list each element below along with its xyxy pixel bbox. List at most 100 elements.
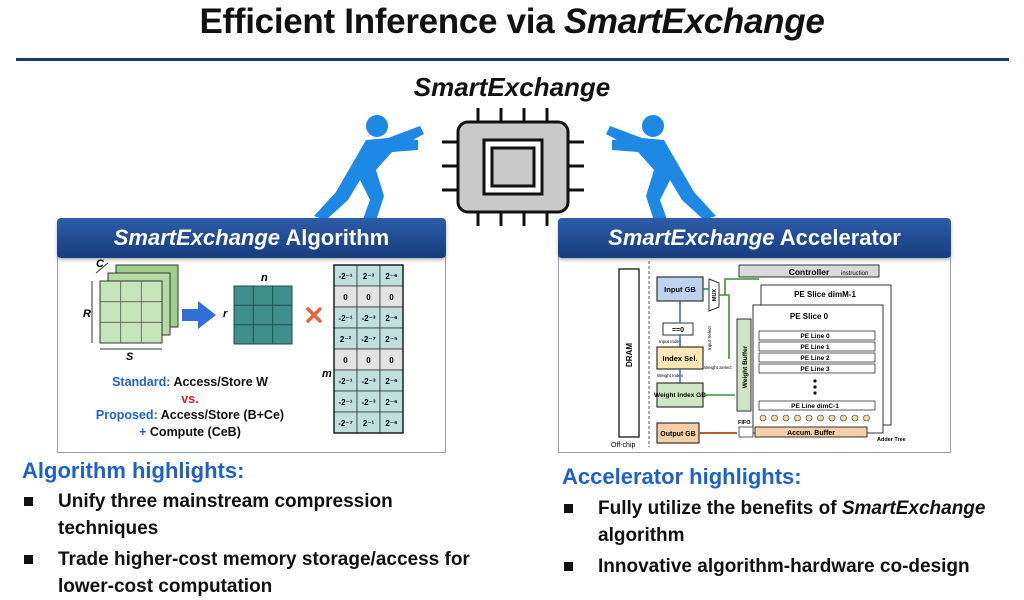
adder-node bbox=[794, 414, 801, 422]
fifo-label: FIFO bbox=[738, 420, 751, 426]
matrix-cell-value: -2⁻¹ bbox=[339, 272, 353, 281]
matrix-cell-value: 2⁻⁶ bbox=[385, 419, 398, 428]
adder-node bbox=[805, 414, 813, 422]
weight-select-label: Weight Select bbox=[704, 365, 732, 370]
processor-chip-icon bbox=[442, 108, 584, 226]
algorithm-header-emph: SmartExchange bbox=[113, 225, 281, 250]
adder-node bbox=[817, 414, 824, 422]
accelerator-architecture-diagram: DRAM Off-chip Controller instruction Inp… bbox=[611, 261, 906, 449]
title-emph: SmartExchange bbox=[563, 2, 825, 41]
accelerator-header-rest: Accelerator bbox=[774, 225, 901, 250]
proposed-label: Proposed: bbox=[95, 408, 158, 422]
algorithm-panel-header: SmartExchange Algorithm bbox=[57, 218, 446, 258]
mux-label: MUX bbox=[712, 289, 718, 302]
weight-buffer-label: Weight Buffer bbox=[742, 345, 749, 388]
matrix-cell-value: -2⁻¹ bbox=[339, 377, 353, 386]
label-r-left: R bbox=[83, 308, 91, 320]
title-rule bbox=[16, 58, 1009, 61]
adder-node bbox=[863, 414, 870, 422]
accum-buffer-label: Accum. Buffer bbox=[787, 430, 835, 437]
input-index-label: Input Index bbox=[659, 339, 682, 344]
controller-block bbox=[738, 264, 880, 278]
label-r-mid: r bbox=[223, 308, 228, 320]
matrix-cell-value: -2⁻³ bbox=[362, 314, 376, 323]
controller-label: Controller bbox=[789, 267, 830, 277]
matrix-cell-value: 0 bbox=[343, 293, 348, 302]
accelerator-highlight-item: Innovative algorithm-hardware co-design bbox=[560, 553, 1020, 580]
right-arrow-icon bbox=[182, 301, 216, 329]
matrix-cell-value: -2⁻¹ bbox=[339, 398, 353, 407]
compute-line: + Compute (CeB) bbox=[90, 425, 290, 439]
matrix-cell-value: -2⁻⁷ bbox=[361, 335, 376, 344]
matrix-cell-value: 0 bbox=[366, 293, 371, 302]
center-label: SmartExchange bbox=[413, 72, 611, 102]
matrix-cell-value: 0 bbox=[366, 356, 371, 365]
matrix-cell-value: -2⁻¹ bbox=[339, 314, 353, 323]
matrix-frame bbox=[333, 264, 404, 434]
output-gb-label: Output GB bbox=[660, 431, 695, 438]
weight-index-label: Weight Index bbox=[657, 373, 684, 378]
algorithm-highlights-list: Unify three mainstream compression techn… bbox=[20, 488, 490, 600]
off-chip-label: Off-chip bbox=[611, 442, 635, 449]
matrix-cell-value: 2⁻⁶ bbox=[385, 314, 398, 323]
adder-tree-label: Adder Tree bbox=[877, 437, 906, 443]
bullet-square-icon bbox=[564, 562, 573, 571]
matrix-cell-value: 2⁻⁶ bbox=[385, 377, 398, 386]
adder-tree-nodes bbox=[759, 414, 870, 422]
vs-text: vs. bbox=[181, 392, 199, 406]
algorithm-highlight-item: Unify three mainstream compression techn… bbox=[20, 488, 490, 542]
standard-line: Standard: Access/Store W bbox=[90, 375, 290, 389]
accelerator-highlights-list: Fully utilize the benefits of SmartExcha… bbox=[560, 495, 1020, 584]
accelerator-highlight-item: Fully utilize the benefits of SmartExcha… bbox=[560, 495, 1020, 549]
matrix-cell-value: 2⁻⁶ bbox=[385, 398, 398, 407]
instruction-label: instruction bbox=[841, 271, 868, 277]
title-prefix: Efficient Inference via bbox=[199, 2, 564, 41]
matrix-cell-value: 0 bbox=[343, 356, 348, 365]
chip-and-figures-illustration bbox=[314, 108, 716, 226]
matrix-cell-value: -2⁻³ bbox=[362, 398, 376, 407]
index-sel-label: Index Sel. bbox=[662, 354, 697, 363]
matrix-cell-value: 2⁻⁶ bbox=[385, 272, 398, 281]
algorithm-highlight-item: Trade higher-cost memory storage/access … bbox=[20, 546, 490, 600]
adder-node bbox=[851, 414, 859, 422]
bullet-square-icon bbox=[24, 555, 33, 564]
input-gb-label: Input GB bbox=[664, 285, 696, 294]
bullet-square-icon bbox=[24, 497, 33, 506]
pe-line-1-label: PE Line 1 bbox=[800, 344, 830, 351]
weight-buffer-block bbox=[736, 318, 752, 412]
adder-node bbox=[771, 414, 778, 422]
proposed-text: Access/Store (B+Ce) bbox=[160, 408, 285, 422]
accelerator-panel-header: SmartExchange Accelerator bbox=[558, 218, 951, 258]
pe-slice-top-label: PE Slice dimM-1 bbox=[794, 290, 856, 299]
dram-label: DRAM bbox=[625, 343, 634, 367]
right-pushing-person-icon bbox=[606, 115, 716, 224]
matrix-cell-value: -2⁻³ bbox=[362, 377, 376, 386]
pe-line-0-label: PE Line 0 bbox=[800, 333, 830, 340]
label-n: n bbox=[261, 272, 268, 284]
coefficient-matrix-icon bbox=[233, 285, 293, 345]
adder-node bbox=[759, 414, 767, 422]
adder-node bbox=[840, 414, 847, 422]
matrix-cell-value: -2⁻⁷ bbox=[338, 419, 353, 428]
slide-title: Efficient Inference via SmartExchange bbox=[0, 2, 1024, 42]
standard-label: Standard: bbox=[112, 375, 171, 389]
left-pushing-person-icon bbox=[314, 115, 424, 224]
fifo-block bbox=[738, 426, 754, 438]
label-c: C bbox=[96, 258, 105, 270]
matrix-cell-value: 2⁻¹ bbox=[363, 419, 375, 428]
matrix-cell-value: 0 bbox=[389, 356, 394, 365]
mux-block bbox=[708, 278, 720, 312]
accelerator-highlights-title: Accelerator highlights: bbox=[562, 464, 802, 489]
label-s: S bbox=[126, 351, 134, 363]
adder-node bbox=[828, 414, 836, 422]
accelerator-header-emph: SmartExchange bbox=[608, 225, 775, 250]
weight-index-gb-label: Weight Index GB bbox=[654, 392, 706, 399]
matrix-cell-value: 2⁻² bbox=[340, 335, 352, 344]
input-select-label: Input Select bbox=[707, 325, 712, 350]
weight-tensor-cube-icon bbox=[91, 262, 179, 350]
matrix-cell-value: 2⁻⁵ bbox=[385, 335, 398, 344]
algorithm-header-rest: Algorithm bbox=[280, 225, 390, 250]
label-m: m bbox=[322, 368, 332, 380]
accum-buffer-block bbox=[754, 426, 868, 438]
